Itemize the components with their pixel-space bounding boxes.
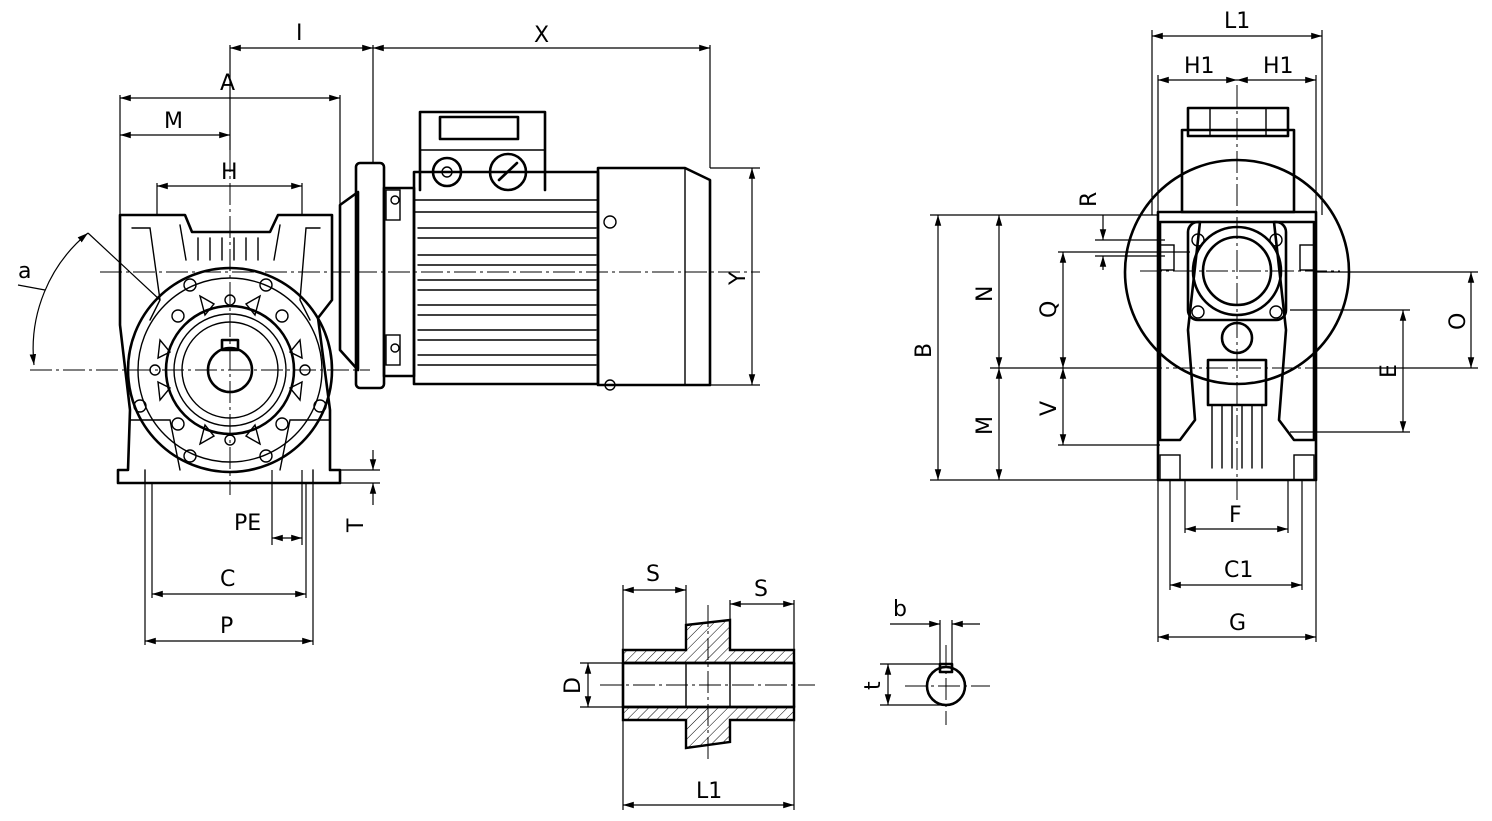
label-M-side: M <box>973 416 998 435</box>
label-S-right: S <box>754 577 768 602</box>
label-Q: Q <box>1037 301 1062 318</box>
label-E: E <box>1377 364 1402 378</box>
label-L1-bottom: L1 <box>696 779 722 804</box>
label-T: T <box>344 518 369 533</box>
dimension-lines <box>17 30 1478 810</box>
label-P: P <box>220 614 233 639</box>
label-b: b <box>893 597 907 622</box>
label-R: R <box>1077 192 1102 207</box>
label-B: B <box>912 343 937 358</box>
label-O: O <box>1446 313 1471 330</box>
label-H1-right: H1 <box>1263 54 1294 79</box>
label-S-left: S <box>646 562 660 587</box>
label-H: H <box>221 160 238 185</box>
label-t: t <box>861 681 886 690</box>
label-V: V <box>1037 401 1062 416</box>
keyway-detail <box>905 645 990 725</box>
label-A: A <box>220 71 235 96</box>
label-M: M <box>164 109 183 134</box>
label-N: N <box>973 286 998 302</box>
label-L1-top: L1 <box>1224 9 1250 34</box>
motor-front-view <box>338 110 760 391</box>
shaft-section <box>600 605 815 760</box>
label-Y: Y <box>726 271 751 286</box>
label-C: C <box>220 567 235 592</box>
label-D: D <box>561 677 586 694</box>
label-C1: C1 <box>1224 558 1253 583</box>
label-G: G <box>1229 611 1246 636</box>
label-I: I <box>296 21 303 46</box>
label-F: F <box>1229 503 1242 528</box>
label-PE: PE <box>234 511 261 536</box>
label-alpha: a <box>18 259 31 284</box>
label-H1-left: H1 <box>1184 54 1215 79</box>
dimension-labels: I X A M H a Y PE T C P L1 H1 H1 R N B Q … <box>18 9 1471 804</box>
label-X: X <box>534 23 549 48</box>
gearbox-front-view <box>30 150 370 495</box>
